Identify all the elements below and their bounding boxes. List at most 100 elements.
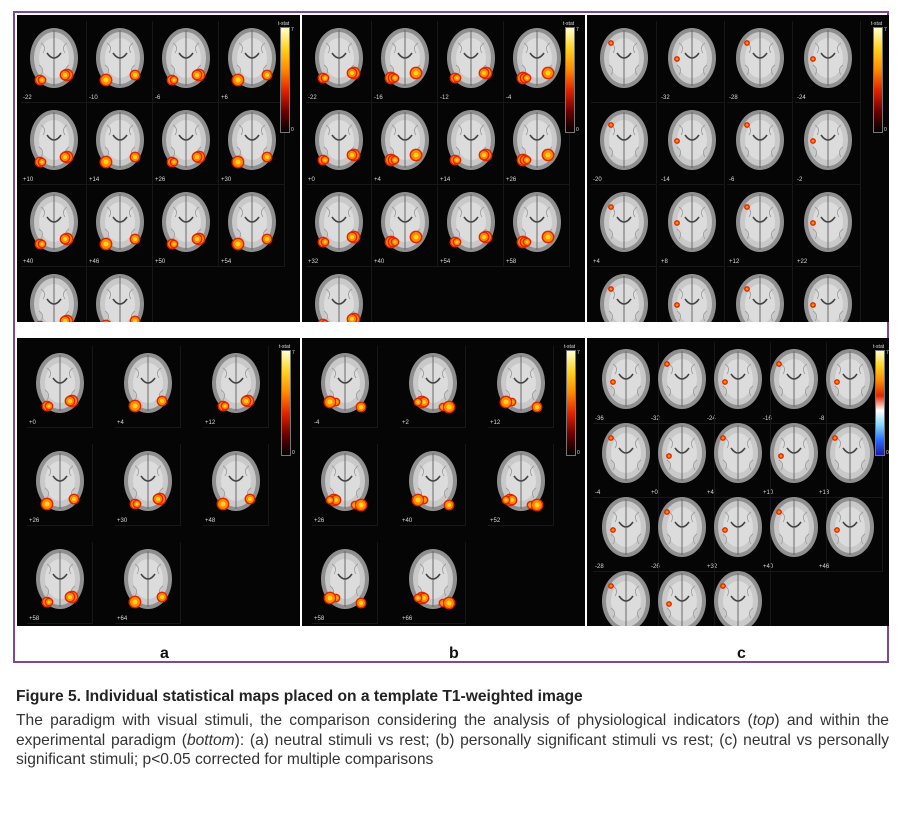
slice-coordinate-label: +8: [661, 259, 668, 265]
brain-slice-image: [770, 497, 818, 557]
brain-slice: +50: [153, 185, 219, 267]
slice-coordinate-label: +14: [89, 177, 100, 183]
brain-slice-image: [212, 353, 260, 413]
colorbar-title: t-stat: [564, 344, 576, 350]
brain-slice-image: [770, 423, 818, 483]
brain-slice: +64: [87, 267, 153, 322]
colorbar: [565, 27, 575, 133]
colorbar-title: t-stat: [873, 344, 885, 350]
caption-body-part-3: ): (a) neutral stimuli vs rest; (b) pers…: [16, 731, 889, 769]
brain-slice: +64: [306, 267, 372, 322]
brain-slice: +6: [219, 21, 285, 103]
panel-letter-a: a: [160, 645, 169, 662]
slice-coordinate-label: -2: [797, 177, 803, 183]
brain-slice-image: [30, 110, 78, 170]
brain-slice-image: [381, 110, 429, 170]
colorbar-title: t-stat: [278, 21, 290, 27]
slice-coordinate-label: +46: [819, 564, 830, 570]
brain-slice-image: [513, 192, 561, 252]
brain-slice-image: [162, 28, 210, 88]
brain-slice-image: [321, 549, 369, 609]
caption-body: The paradigm with visual stimuli, the co…: [16, 711, 889, 770]
slice-coordinate-label: +4: [117, 420, 124, 426]
slice-coordinate-label: -32: [651, 416, 660, 422]
brain-slice-image: [736, 28, 784, 88]
brain-slice: +4: [591, 185, 657, 267]
brain-slice: +8: [659, 185, 725, 267]
colorbar-tick-bottom: 0: [292, 450, 295, 456]
brain-slice: +32: [591, 267, 657, 322]
brain-slice-image: [315, 28, 363, 88]
brain-slice: +12: [488, 346, 554, 428]
caption-body-part-2: ) and within the experimental paradigm (: [16, 712, 889, 749]
brain-slice-image: [658, 423, 706, 483]
brain-slice-image: [804, 28, 852, 88]
brain-slice: +26: [504, 103, 570, 185]
brain-slice: -8: [817, 342, 883, 424]
slice-coordinate-label: +14: [440, 177, 451, 183]
brain-slice: +0: [306, 103, 372, 185]
brain-slice: -4: [312, 346, 378, 428]
brain-slice-image: [668, 110, 716, 170]
brain-slice: +78: [705, 564, 771, 626]
slice-coordinate-label: +58: [314, 616, 325, 622]
brain-slice-image: [497, 353, 545, 413]
brain-slice-image: [826, 349, 874, 409]
brain-slice-image: [770, 349, 818, 409]
slice-coordinate-label: -8: [819, 416, 825, 422]
slice-coordinate-label: +26: [506, 177, 517, 183]
brain-slice-image: [714, 497, 762, 557]
caption-bottom-word: bottom: [186, 731, 235, 749]
brain-slice: +40: [761, 490, 827, 572]
panel-top-b: -22-16-12-4+0+4+14+26+32+40+54+58+64t-st…: [302, 15, 585, 322]
brain-slice-image: [668, 274, 716, 322]
slice-coordinate-label: +30: [221, 177, 232, 183]
brain-slice: +72: [795, 267, 861, 322]
brain-slice: -14: [659, 103, 725, 185]
brain-slice-image: [96, 192, 144, 252]
brain-slice-image: [513, 110, 561, 170]
brain-slice-image: [658, 349, 706, 409]
brain-slice-image: [96, 28, 144, 88]
brain-slice-image: [602, 571, 650, 626]
slice-coordinate-label: -26: [651, 564, 660, 570]
slice-coordinate-label: +12: [729, 259, 740, 265]
brain-slice-image: [602, 423, 650, 483]
brain-slice: +14: [438, 103, 504, 185]
colorbar-tick-top: 7: [292, 350, 295, 356]
panel-top-c: -32-28-24-20-14-6-2+4+8+12+22+32+40+58+7…: [587, 15, 889, 322]
brain-slice: +26: [312, 444, 378, 526]
brain-slice: -36: [593, 342, 659, 424]
figure-frame: -22-10-6+6+10+14+26+30+40+46+50+54+58+64…: [13, 11, 889, 663]
brain-slice: +26: [153, 103, 219, 185]
brain-slice-image: [36, 549, 84, 609]
slice-coordinate-label: +46: [89, 259, 100, 265]
brain-slice: +58: [21, 267, 87, 322]
brain-slice-image: [124, 451, 172, 511]
brain-slice-image: [497, 451, 545, 512]
slice-coordinate-label: +50: [155, 259, 166, 265]
colorbar: [875, 350, 885, 456]
brain-slice-image: [124, 549, 172, 609]
brain-slice-image: [228, 110, 276, 170]
brain-slice: -22: [306, 21, 372, 103]
brain-slice: +22: [795, 185, 861, 267]
slice-coordinate-label: -22: [308, 95, 317, 101]
brain-slice-image: [30, 28, 78, 88]
slice-coordinate-label: +18: [819, 490, 830, 496]
caption-body-part-1: The paradigm with visual stimuli, the co…: [16, 712, 753, 729]
brain-slice-image: [714, 349, 762, 409]
brain-slice-image: [600, 110, 648, 170]
brain-slice-image: [804, 192, 852, 252]
brain-slice: +58: [312, 542, 378, 624]
brain-slice-image: [315, 192, 363, 252]
colorbar: [280, 27, 290, 133]
brain-slice-image: [409, 549, 457, 610]
brain-slice: -22: [21, 21, 87, 103]
brain-slice-image: [658, 571, 706, 626]
brain-slice-image: [124, 353, 172, 413]
colorbar-tick-bottom: 0: [576, 127, 579, 133]
slice-coordinate-label: -14: [661, 177, 670, 183]
colorbar-tick-bottom: 0: [291, 127, 294, 133]
